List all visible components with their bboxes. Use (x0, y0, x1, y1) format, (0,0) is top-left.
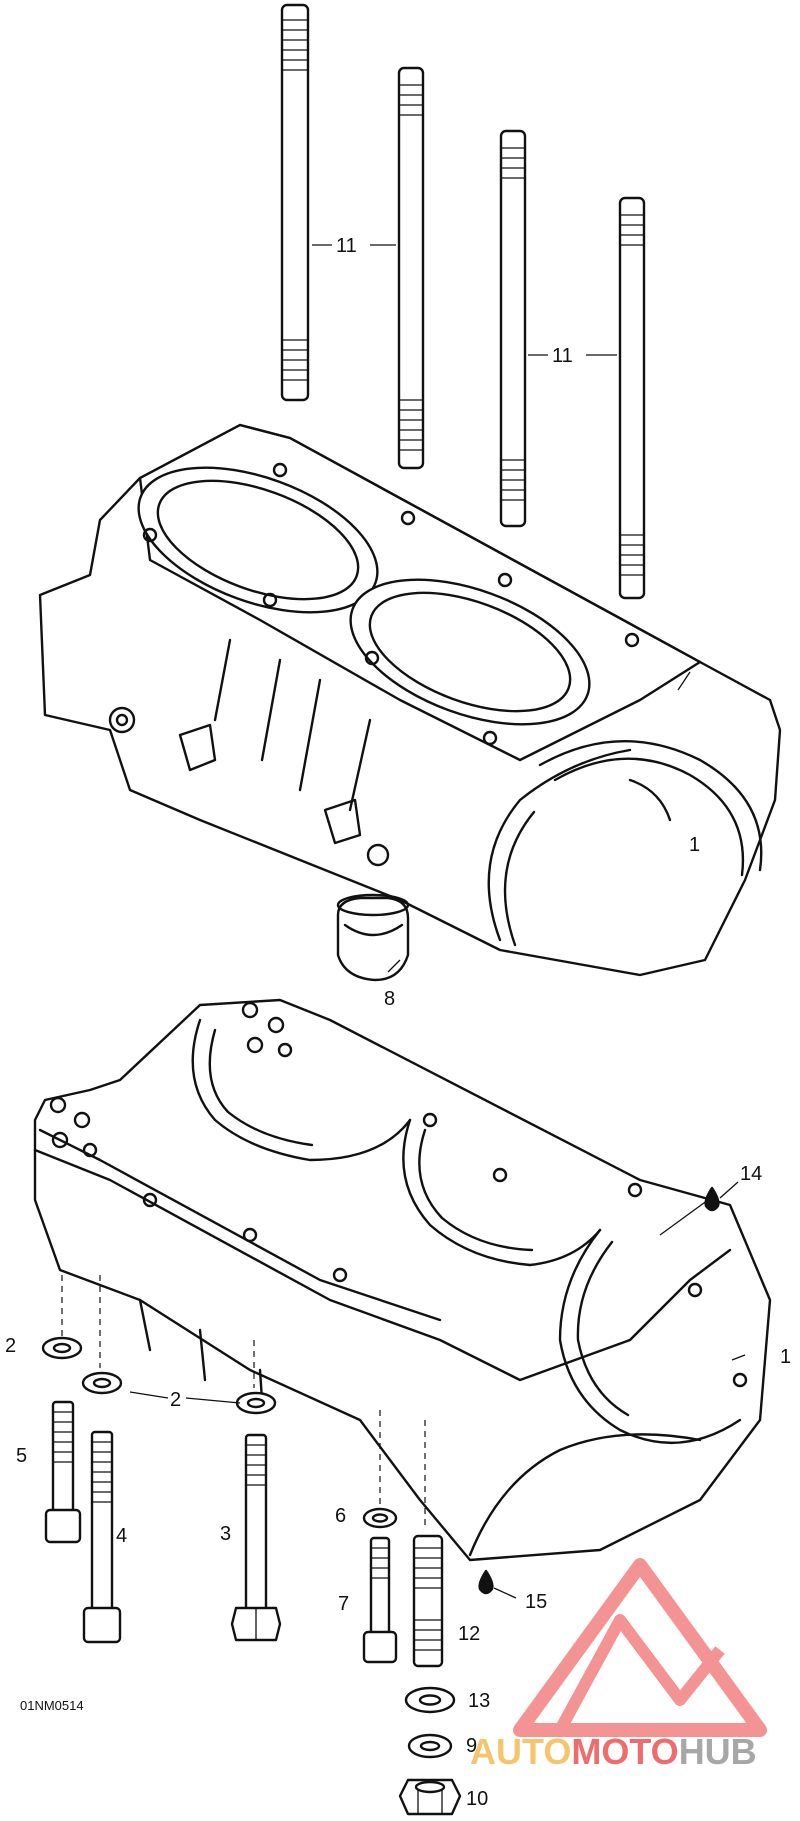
callout-8: 8 (384, 988, 395, 1010)
callout-1-upper: 1 (689, 834, 700, 856)
callout-7: 7 (338, 1593, 349, 1615)
callout-4: 4 (116, 1525, 127, 1547)
plug-8 (336, 893, 410, 982)
callout-11-right: 11 (552, 345, 573, 367)
lock-washer-9 (407, 1733, 453, 1759)
callout-10: 10 (466, 1788, 488, 1810)
stud-12 (412, 1534, 444, 1668)
stud-11-a (280, 3, 310, 402)
socket-screw-4 (82, 1430, 122, 1644)
callout-15: 15 (525, 1591, 547, 1613)
socket-screw-5 (44, 1400, 82, 1544)
logo-triangle-icon (513, 1558, 767, 1737)
watermark-auto: AUTO (470, 1731, 571, 1772)
callout-2-mid: 2 (170, 1389, 181, 1411)
callout-5: 5 (16, 1445, 27, 1467)
callout-11-left: 11 (336, 235, 357, 257)
automotohub-logo (513, 1558, 767, 1737)
watermark-hub: HUB (679, 1731, 757, 1772)
lower-crankcase (33, 998, 772, 1562)
lock-washer-2-c (235, 1391, 277, 1415)
callout-13: 13 (468, 1690, 490, 1712)
watermark-moto: MOTO (571, 1731, 678, 1772)
callout-9: 9 (466, 1735, 477, 1757)
callout-2-left: 2 (5, 1335, 16, 1357)
callout-12: 12 (458, 1623, 480, 1645)
stud-11-b (397, 66, 425, 470)
hex-nut-10 (398, 1778, 462, 1816)
stud-11-c (499, 129, 527, 528)
drawing-code: 01NM0514 (20, 1698, 84, 1713)
lock-washer-2-b (81, 1371, 123, 1395)
callout-3: 3 (220, 1523, 231, 1545)
callout-1-lower: 1 (780, 1346, 791, 1368)
watermark-text: AUTOMOTOHUB (470, 1731, 757, 1772)
callout-14: 14 (740, 1163, 762, 1185)
socket-screw-7 (362, 1536, 398, 1664)
drop-icon-14 (704, 1186, 720, 1212)
drop-icon-15 (478, 1569, 494, 1595)
stud-11-d (618, 196, 646, 600)
callout-6: 6 (335, 1505, 346, 1527)
washer-6 (362, 1507, 398, 1529)
upper-crankcase (38, 423, 782, 977)
lock-washer-2-left (41, 1336, 83, 1360)
hex-bolt-3 (230, 1433, 282, 1642)
flat-washer-13 (404, 1686, 456, 1714)
